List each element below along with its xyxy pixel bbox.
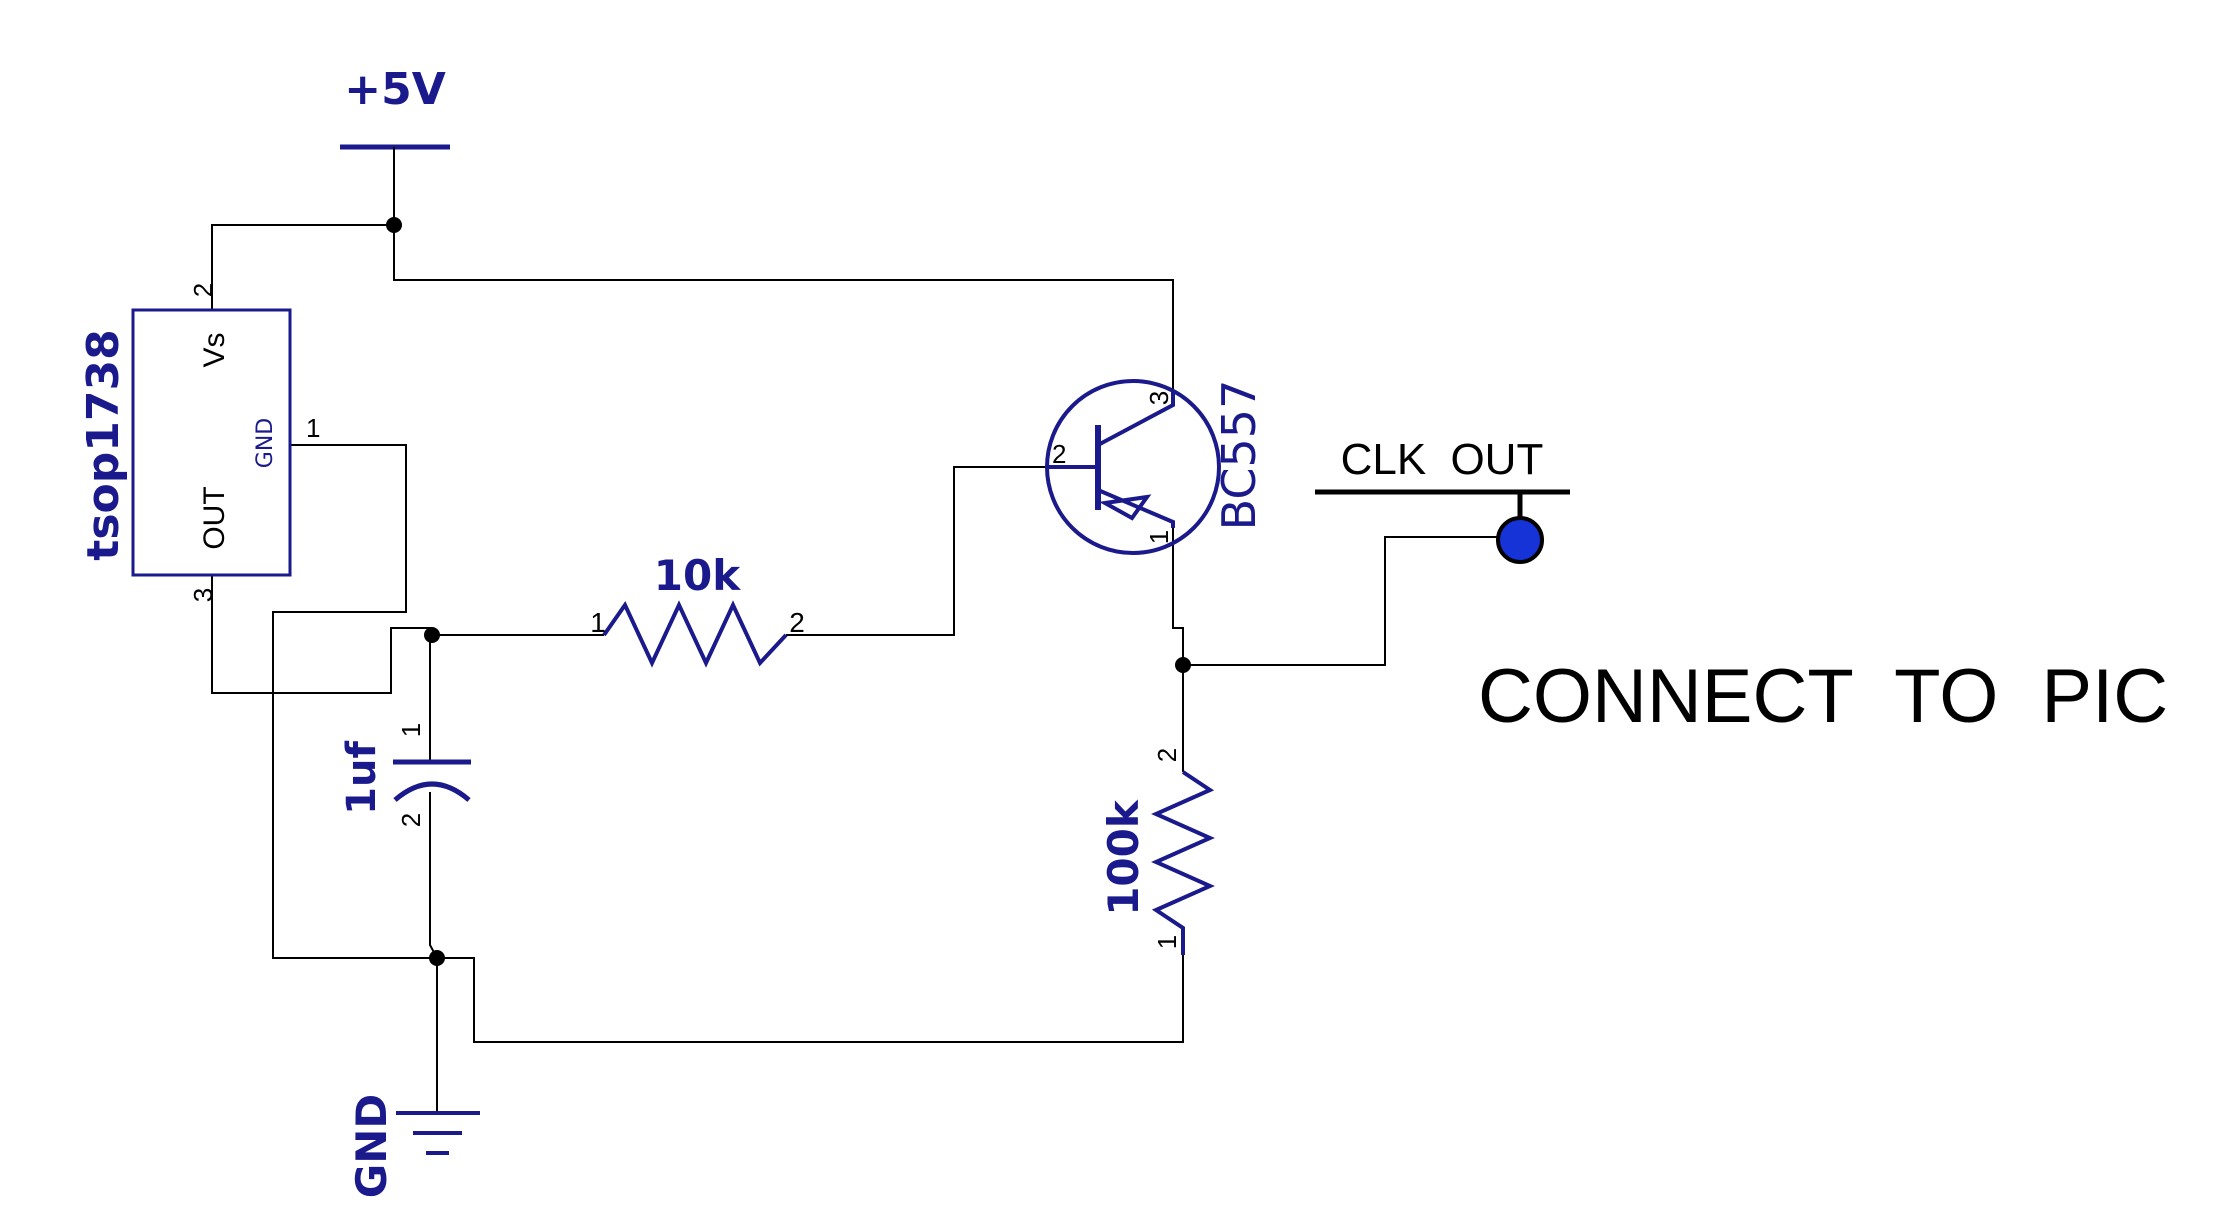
transistor-bc557: BC557 2 3 1: [1045, 379, 1266, 555]
resistor-r2-zigzag: [1151, 770, 1215, 955]
capacitor-pin1: 1: [396, 723, 426, 737]
wire-emitter: [393, 225, 1174, 392]
transistor-collector-lead: [1097, 488, 1175, 528]
resistor-r2: 100k 2 1: [1099, 748, 1215, 955]
resistor-r2-pin2: 2: [1152, 748, 1182, 762]
ground-label: GND: [347, 1094, 396, 1199]
wires: [211, 224, 1512, 1113]
capacitor-pin2: 2: [396, 813, 426, 827]
supply-5v: +5V: [340, 64, 450, 225]
resistor-r1-zigzag: [602, 600, 788, 668]
ic-pin-out-number: 3: [188, 588, 218, 602]
wire-out: [211, 575, 432, 694]
clk-out-port: CLK OUT: [1315, 435, 1570, 564]
transistor-arrow: [1098, 494, 1152, 521]
ground-symbol: GND: [347, 1094, 480, 1199]
junction-cap: [424, 627, 440, 643]
junction-output: [1175, 657, 1191, 673]
transistor-emitter-lead: [1097, 392, 1175, 447]
supply-label: +5V: [344, 64, 446, 115]
resistor-r1-pin2: 2: [789, 607, 805, 638]
capacitor-plate-bottom: [393, 781, 471, 802]
wire-collector: [1172, 528, 1184, 665]
transistor-pin-collector: 1: [1144, 530, 1174, 544]
wire-gnd-pin: [272, 444, 437, 959]
wire-clk-out: [1183, 536, 1512, 666]
capacitor-value: 1uf: [339, 741, 385, 815]
ic-pin-vs-label: Vs: [198, 332, 231, 367]
resistor-r1-pin1: 1: [590, 607, 606, 638]
ic-pin-out-label: OUT: [198, 486, 231, 549]
wire-base: [786, 466, 1048, 636]
ic-pin-gnd-label: GND: [253, 418, 278, 468]
wire-bottom-return: [437, 955, 1184, 1043]
wire-cap-bottom: [429, 792, 438, 959]
ic-name: tsop1738: [78, 329, 129, 560]
resistor-r1-value: 10k: [654, 551, 741, 600]
wire-vs: [211, 224, 394, 310]
resistor-r2-value: 100k: [1099, 799, 1148, 916]
resistor-r1: 10k 1 2: [590, 551, 805, 668]
transistor-circle: [1045, 379, 1221, 555]
ic-pin-gnd-number: 1: [306, 413, 320, 443]
capacitor-c1: 1uf 1 2: [339, 723, 471, 827]
ic-body: [131, 308, 292, 577]
clk-out-pad: [1496, 516, 1544, 564]
clk-out-label: CLK OUT: [1341, 435, 1544, 484]
junction-ground: [429, 950, 445, 966]
wire-cap-top: [429, 634, 433, 760]
transistor-pin-base: 2: [1052, 439, 1066, 469]
transistor-name: BC557: [1212, 380, 1266, 531]
connect-note: CONNECT TO PIC: [1478, 654, 2168, 739]
transistor-pin-emitter: 3: [1144, 391, 1174, 405]
junction-5v: [386, 217, 402, 233]
ic-pin-vs-number: 2: [188, 283, 218, 297]
resistor-r2-pin1: 1: [1152, 935, 1182, 949]
ic-tsop1738: tsop1738 Vs GND OUT 2 1 3: [78, 283, 320, 602]
junctions: [386, 217, 1191, 966]
